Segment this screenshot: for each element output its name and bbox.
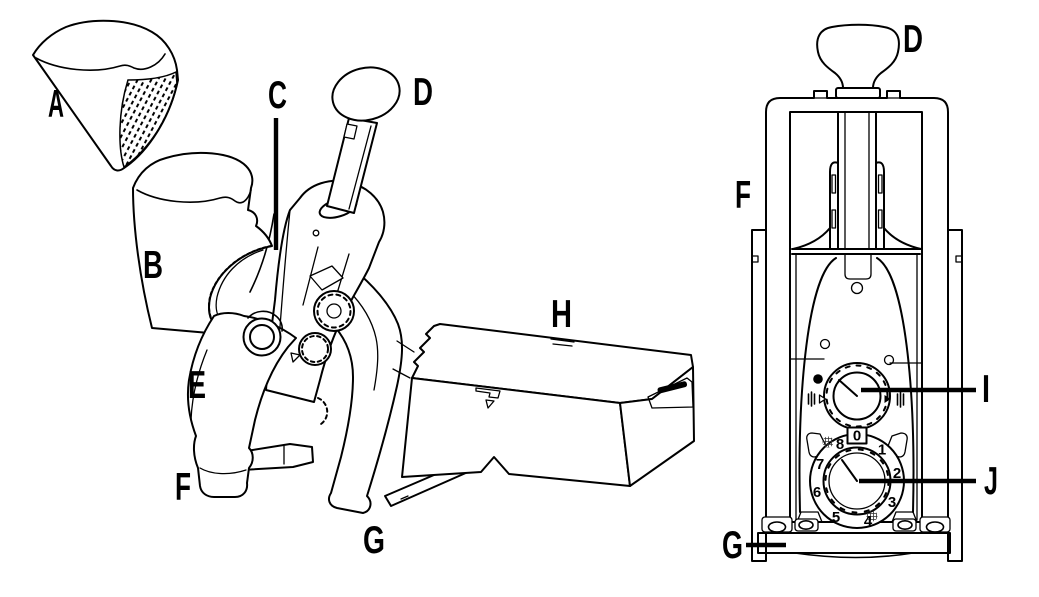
pusher-top-rim — [35, 53, 166, 71]
dial-number-8: 8 — [836, 436, 844, 453]
dial-number-5: 5 — [832, 509, 840, 526]
lower-dial: 0 1 2 3 4 5 6 7 8 — [809, 426, 905, 530]
box-triangle-marker — [485, 399, 495, 409]
box-logo-recess — [647, 377, 694, 409]
dial-number-1: 1 — [878, 442, 886, 459]
texture-dot-4 — [866, 510, 878, 522]
blade-slot-edge — [249, 213, 275, 293]
panel-hole-right — [883, 354, 895, 366]
hopper-top-rim — [136, 189, 252, 204]
pusher-columns — [791, 161, 922, 255]
screw-dot — [312, 229, 320, 237]
collection-box-part — [401, 323, 695, 487]
knob-hood — [247, 310, 284, 332]
label-pusher-a: A — [48, 83, 64, 126]
dial-number-7: 7 — [816, 456, 824, 473]
left-view — [32, 19, 695, 514]
front-view: 0 1 2 3 4 5 6 7 8 — [746, 23, 976, 562]
dial-number-0: 0 — [853, 428, 861, 445]
label-hopper-b: B — [143, 244, 163, 287]
label-front-foot-f: F — [175, 466, 191, 509]
leg-triangle-marker — [290, 352, 301, 363]
hopper-part — [132, 151, 273, 336]
pusher-part — [32, 19, 179, 172]
dial-icon-stripes-left — [807, 391, 816, 407]
dial-number-4: 4 — [864, 513, 873, 530]
upper-dial-pointer — [838, 379, 858, 397]
plunger-stem — [326, 117, 378, 214]
pivot-knob — [242, 310, 284, 357]
stem-notch — [343, 123, 358, 140]
track-lines — [392, 340, 415, 379]
base-tray-lip — [794, 552, 914, 559]
label-plunger-d: D — [413, 71, 433, 114]
dial-marker-triangle-left — [818, 394, 827, 404]
labels: A B C D E F G H D F I J G — [48, 18, 998, 567]
plunger-collar — [835, 87, 881, 99]
plunger-cap — [331, 66, 401, 122]
label-rear-foot-g: G — [363, 519, 385, 562]
gear-bracket — [309, 265, 344, 291]
dial-number-3: 3 — [888, 494, 896, 511]
label-knob-e: E — [188, 364, 206, 407]
plunger-shaft-front — [837, 111, 877, 249]
dial-icon-stripes-right — [896, 391, 905, 408]
plunger-part — [318, 66, 401, 219]
box-latch-tab — [475, 387, 501, 399]
label-lower-dial-j: J — [984, 460, 998, 503]
upper-dial — [807, 362, 905, 430]
texture-dot-8 — [822, 436, 834, 448]
dial-marker-triangle-right — [884, 395, 891, 403]
pusher-grip-face — [119, 70, 178, 169]
box-back-tab — [550, 338, 575, 347]
dial-zero-box — [846, 426, 868, 445]
label-front-frame-f: F — [735, 174, 751, 217]
label-upper-dial-i: I — [982, 368, 990, 411]
label-insert-c: C — [268, 74, 287, 117]
hopper-bead-rim — [208, 245, 272, 336]
dial-number-2: 2 — [893, 465, 901, 482]
dial-number-6: 6 — [813, 484, 821, 501]
label-front-plunger-d: D — [903, 18, 923, 61]
panel-hole-left — [819, 338, 831, 350]
label-container-h: H — [551, 293, 572, 336]
brand-logo-mark — [657, 381, 688, 394]
plunger-cap-front — [816, 23, 900, 99]
label-front-base-g: G — [722, 524, 743, 567]
gear-dial-side — [298, 265, 355, 425]
rear-leg — [302, 267, 403, 514]
lower-dial-pointer — [841, 459, 858, 482]
dial-icon-dot — [813, 374, 823, 384]
base-feet — [757, 511, 951, 559]
